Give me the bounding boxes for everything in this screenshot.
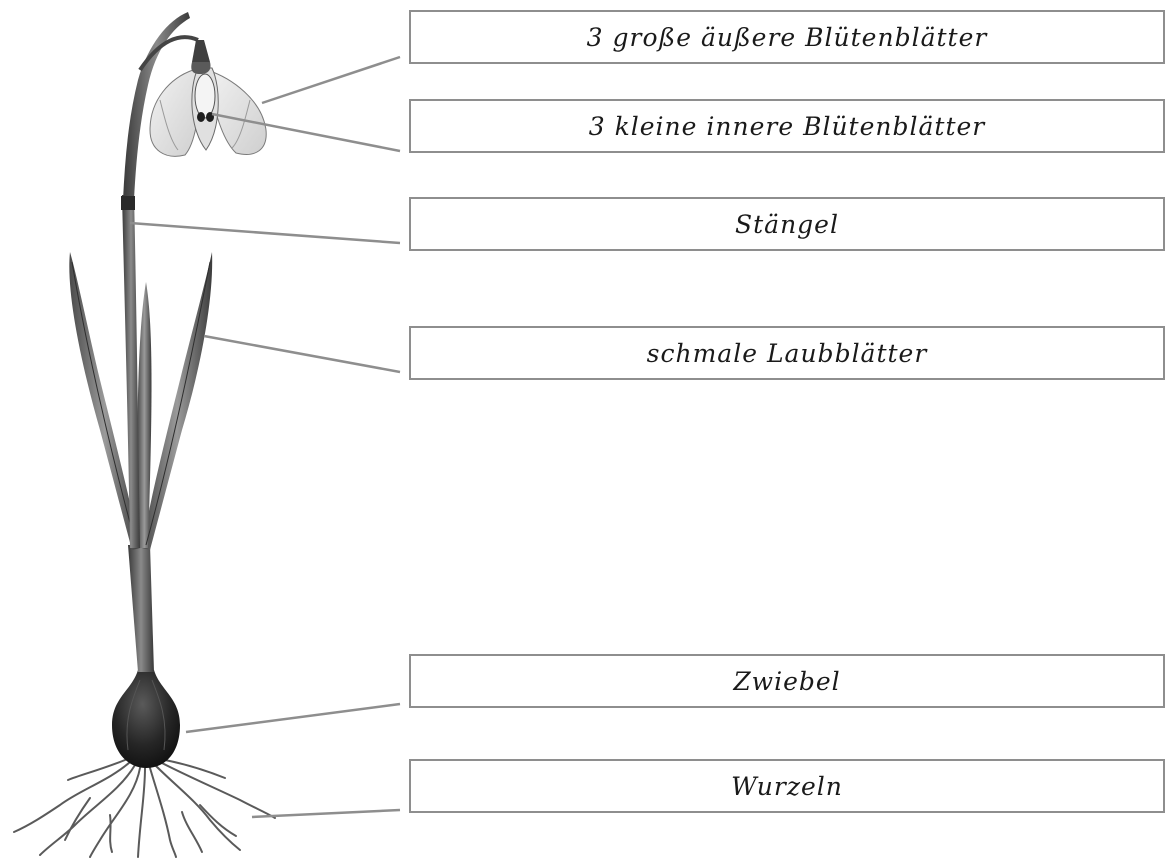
label-box-inner-petals: 3 kleine innere Blütenblätter: [409, 99, 1165, 153]
bulb-drawing: [112, 670, 180, 768]
label-stem: Stängel: [735, 210, 839, 239]
leader-line-stem: [130, 223, 400, 243]
roots-drawing: [14, 760, 275, 857]
flower-drawing: [150, 40, 266, 156]
label-leaves: schmale Laubblätter: [647, 339, 928, 368]
label-inner-petals: 3 kleine innere Blütenblätter: [589, 112, 985, 141]
leader-line-bulb: [186, 704, 400, 732]
leaves-drawing: [69, 252, 212, 550]
leader-line-leaves: [204, 336, 400, 372]
label-outer-petals: 3 große äußere Blütenblätter: [587, 23, 988, 52]
label-box-roots: Wurzeln: [409, 759, 1165, 813]
leader-line-roots: [252, 810, 400, 817]
label-bulb: Zwiebel: [733, 667, 840, 696]
label-box-outer-petals: 3 große äußere Blütenblätter: [409, 10, 1165, 64]
label-box-bulb: Zwiebel: [409, 654, 1165, 708]
label-box-leaves: schmale Laubblätter: [409, 326, 1165, 380]
label-box-stem: Stängel: [409, 197, 1165, 251]
leader-line-outer-petals: [262, 57, 400, 103]
sheath-drawing: [128, 545, 154, 672]
label-roots: Wurzeln: [731, 772, 843, 801]
